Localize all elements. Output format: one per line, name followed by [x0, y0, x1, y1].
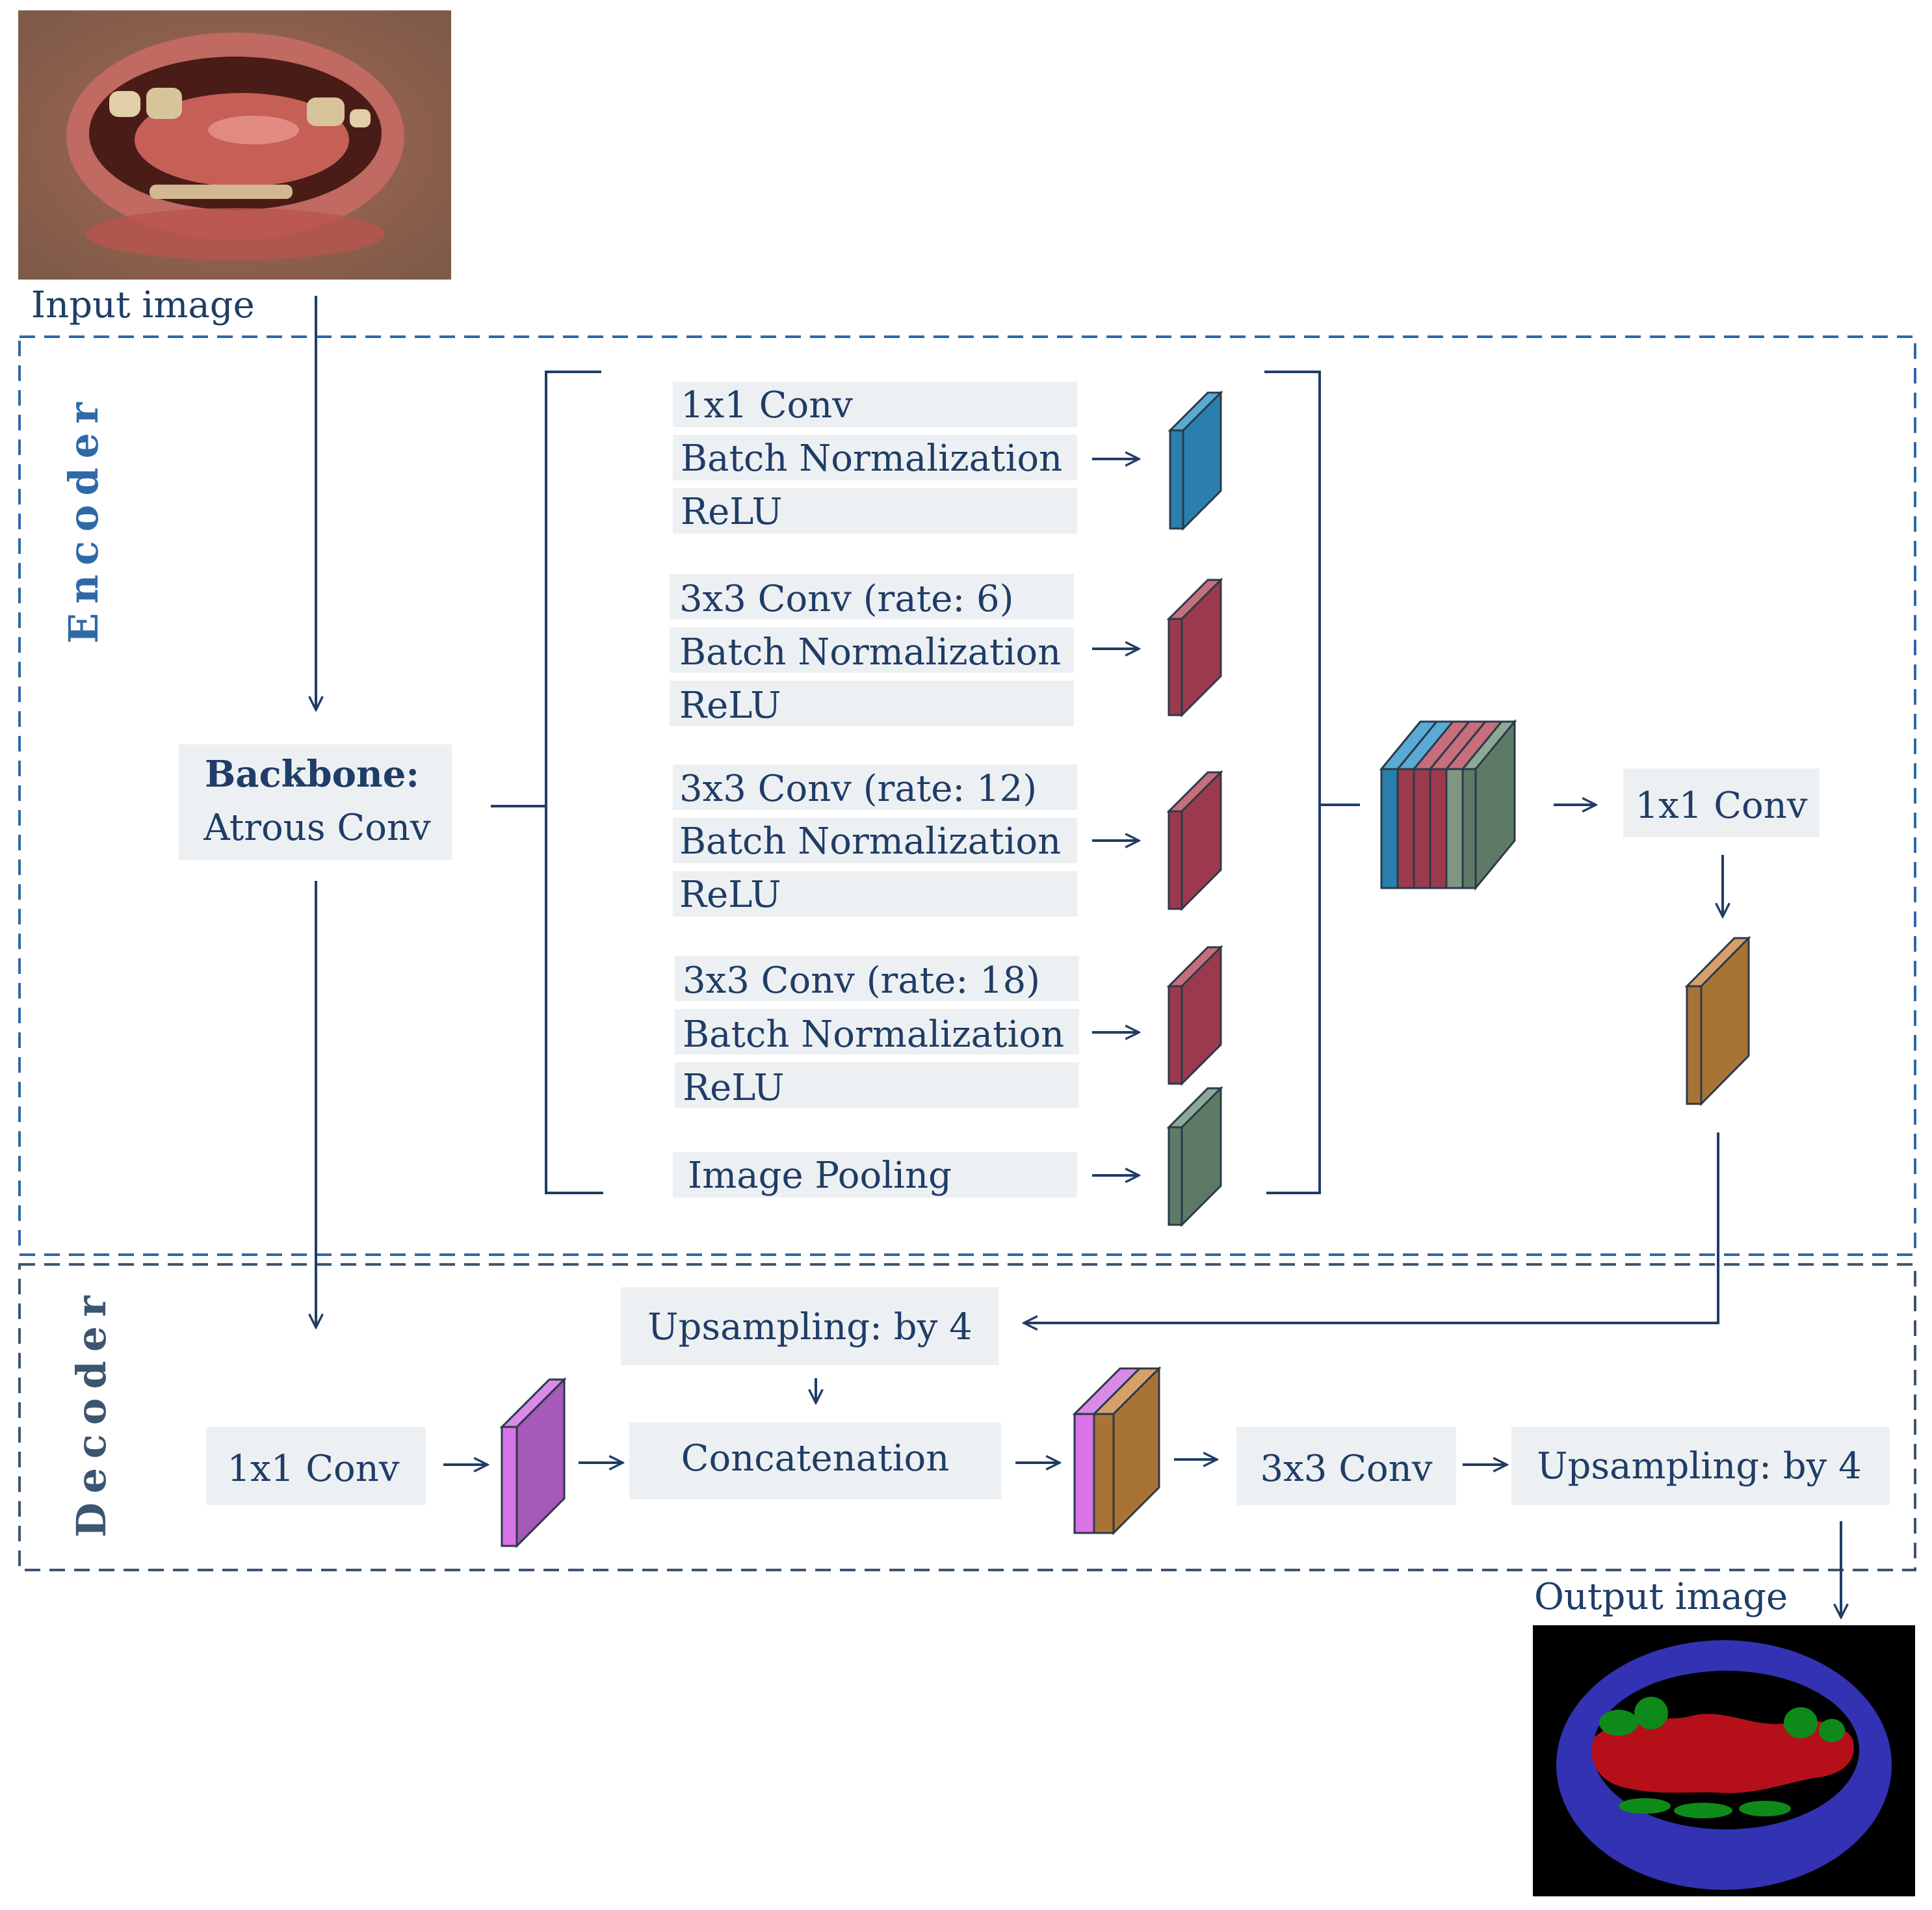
- backbone-box: [179, 744, 452, 860]
- concat-box: [629, 1422, 1001, 1499]
- branch-4-act: ReLU: [683, 1067, 785, 1109]
- input-image-label: Input image: [31, 284, 255, 326]
- branch-4: 3x3 Conv (rate: 18) Batch Normalization …: [675, 956, 1139, 1109]
- backbone-title: Backbone:: [205, 753, 419, 796]
- decoder-conv3-label: 3x3 Conv: [1260, 1448, 1433, 1490]
- branch-3: 3x3 Conv (rate: 12) Batch Normalization …: [673, 765, 1139, 917]
- branch-3-bn: Batch Normalization: [679, 820, 1061, 863]
- output-image-label: Output image: [1534, 1576, 1788, 1618]
- right-bracket: [1264, 371, 1321, 1194]
- feature-map-3: [1166, 770, 1223, 911]
- decoder-low-level-map: [499, 1377, 567, 1549]
- upsample1-box: [621, 1287, 999, 1365]
- post-conv-label: 1x1 Conv: [1636, 785, 1808, 827]
- branch-2-bn: Batch Normalization: [679, 631, 1061, 674]
- aspp-concat-block: [1379, 718, 1517, 891]
- encoder-output-map: [1684, 935, 1751, 1106]
- branch-1: 1x1 Conv Batch Normalization ReLU: [673, 382, 1139, 534]
- branch-1-bn: Batch Normalization: [681, 438, 1062, 480]
- concat-label: Concatenation: [681, 1437, 950, 1480]
- branch-pooling: Image Pooling: [673, 1152, 1139, 1197]
- decoder-conv1-label: 1x1 Conv: [228, 1448, 400, 1490]
- branch-4-bn: Batch Normalization: [683, 1014, 1064, 1056]
- branch-3-act: ReLU: [679, 874, 781, 916]
- input-image: [18, 10, 451, 280]
- upsample1-label: Upsampling: by 4: [647, 1306, 972, 1348]
- encoder-title: Encoder: [60, 393, 107, 644]
- output-image: [1533, 1625, 1915, 1896]
- decoder-region: [18, 1263, 1916, 1571]
- upsample2-box: [1511, 1427, 1890, 1505]
- post-conv-box: [1623, 768, 1820, 837]
- branch-2-act: ReLU: [679, 685, 781, 727]
- feature-map-pooling: [1166, 1086, 1223, 1227]
- left-bracket: [545, 371, 603, 1194]
- branch-2-conv: 3x3 Conv (rate: 6): [679, 578, 1014, 620]
- decoder-conv1-box: [206, 1427, 426, 1505]
- branch-1-act: ReLU: [681, 491, 783, 533]
- branch-1-conv: 1x1 Conv: [681, 384, 853, 426]
- decoder-title: Decoder: [68, 1287, 115, 1537]
- feature-map-4: [1166, 945, 1223, 1086]
- decoder-conv3-box: [1236, 1427, 1456, 1505]
- branch-4-conv: 3x3 Conv (rate: 18): [683, 960, 1040, 1002]
- upsample2-label: Upsampling: by 4: [1537, 1445, 1861, 1487]
- feature-map-2: [1166, 577, 1223, 718]
- branch-3-conv: 3x3 Conv (rate: 12): [679, 768, 1037, 810]
- backbone-subtitle: Atrous Conv: [203, 807, 431, 849]
- pooling-label: Image Pooling: [688, 1155, 952, 1197]
- decoder-concat-map: [1072, 1366, 1162, 1536]
- feature-map-1: [1168, 390, 1223, 531]
- arrow-encoder-to-upsample: [1024, 1132, 1719, 1323]
- encoder-region: [18, 335, 1916, 1256]
- branch-2: 3x3 Conv (rate: 6) Batch Normalization R…: [670, 574, 1139, 727]
